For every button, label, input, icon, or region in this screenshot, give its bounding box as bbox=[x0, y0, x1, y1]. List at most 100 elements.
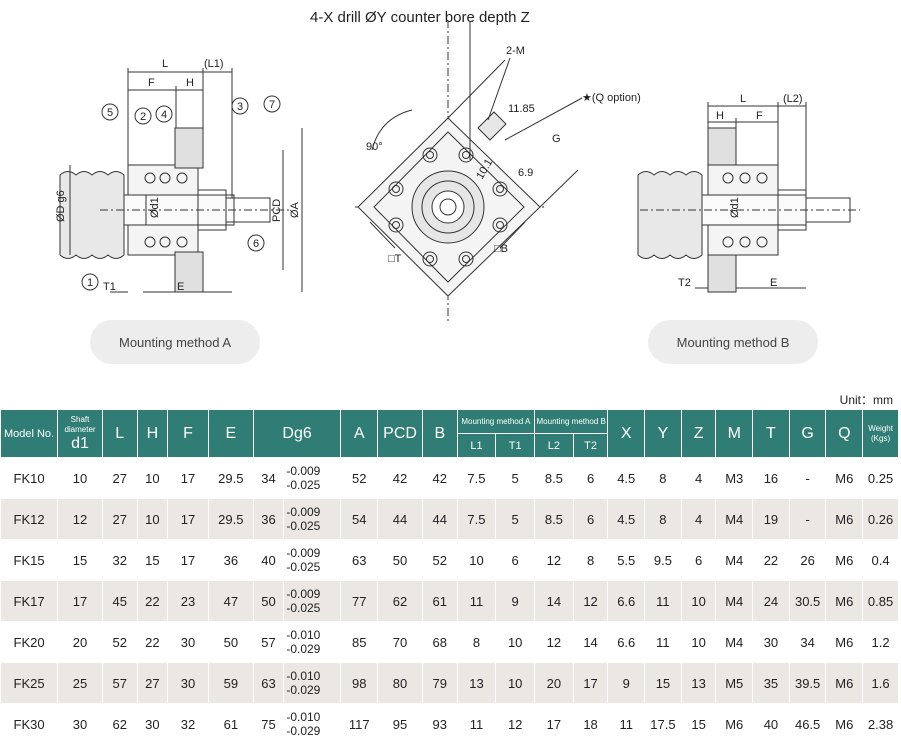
cell-z: 10 bbox=[680, 580, 717, 622]
dim-d1-a: Ød1 bbox=[149, 197, 161, 218]
label-6-9: 6.9 bbox=[518, 167, 533, 179]
cell-d1: 20 bbox=[57, 621, 103, 663]
cell-e: 36 bbox=[207, 539, 254, 581]
cell-y: 9.5 bbox=[644, 539, 682, 581]
cell-t2: 8 bbox=[572, 539, 609, 581]
cell-e: 29.5 bbox=[207, 457, 254, 499]
dim-L2: (L2) bbox=[783, 93, 803, 105]
cell-y: 15 bbox=[644, 662, 682, 704]
header-Y: Y bbox=[644, 409, 682, 458]
header-PCD: PCD bbox=[377, 409, 423, 458]
cell-f: 17 bbox=[167, 457, 209, 499]
cell-z: 13 bbox=[680, 662, 717, 704]
cell-tolerance: -0.009-0.025 bbox=[283, 498, 342, 540]
cell-t1: 10 bbox=[495, 662, 536, 704]
balloon-6: 6 bbox=[253, 238, 259, 250]
cell-a: 117 bbox=[340, 703, 379, 745]
dim-E-a: E bbox=[177, 281, 184, 293]
cell-x: 4.5 bbox=[607, 457, 646, 499]
header-M: M bbox=[715, 409, 754, 458]
cell-e: 29.5 bbox=[207, 498, 254, 540]
label-b-square: □B bbox=[494, 243, 508, 255]
cell-b: 79 bbox=[421, 662, 458, 704]
dim-F-a: F bbox=[148, 77, 155, 89]
cell-tolerance: -0.010-0.029 bbox=[283, 703, 342, 745]
cell-l1: 7.5 bbox=[456, 457, 497, 499]
cell-t1: 5 bbox=[495, 457, 536, 499]
cell-d: 75 bbox=[252, 703, 285, 745]
cell-tolerance: -0.009-0.025 bbox=[283, 539, 342, 581]
cell-z: 4 bbox=[680, 498, 717, 540]
cell-y: 8 bbox=[644, 457, 682, 499]
cell-h: 27 bbox=[136, 662, 169, 704]
cell-d1: 12 bbox=[57, 498, 103, 540]
cell-y: 11 bbox=[644, 580, 682, 622]
cell-t2: 12 bbox=[572, 580, 609, 622]
cell-m: M4 bbox=[715, 621, 754, 663]
cell-t: 22 bbox=[752, 539, 790, 581]
cell-tolerance: -0.010-0.029 bbox=[283, 621, 342, 663]
header-L1: L1 bbox=[456, 433, 497, 458]
header-method-b: Mounting method B bbox=[534, 409, 609, 434]
tolerance-upper: -0.009 bbox=[286, 587, 321, 601]
cell-w: 1.6 bbox=[862, 662, 899, 704]
technical-drawing: L (L1) F H ØD g6 Ød1 PCD ØA T1 E 1 2 3 4… bbox=[55, 9, 860, 322]
cell-d1: 25 bbox=[57, 662, 103, 704]
dim-F-b: F bbox=[756, 110, 763, 122]
cell-a: 52 bbox=[340, 457, 379, 499]
cell-pcd: 95 bbox=[377, 703, 423, 745]
cell-model: FK25 bbox=[0, 662, 59, 704]
cell-l2: 8.5 bbox=[534, 457, 574, 499]
header-A: A bbox=[340, 409, 379, 458]
cell-l1: 11 bbox=[456, 580, 497, 622]
dim-A: ØA bbox=[289, 201, 301, 218]
cell-l2: 8.5 bbox=[534, 498, 574, 540]
cell-pcd: 80 bbox=[377, 662, 423, 704]
cell-q: M6 bbox=[825, 703, 864, 745]
cell-z: 6 bbox=[680, 539, 717, 581]
tolerance-lower: -0.029 bbox=[286, 642, 321, 656]
cell-pcd: 44 bbox=[377, 498, 423, 540]
dim-T2: T2 bbox=[678, 277, 691, 289]
cell-t1: 6 bbox=[495, 539, 536, 581]
label-t-square: □T bbox=[388, 253, 402, 265]
cell-d1: 17 bbox=[57, 580, 103, 622]
cell-tolerance: -0.009-0.025 bbox=[283, 580, 342, 622]
cell-h: 22 bbox=[136, 621, 169, 663]
cell-t2: 6 bbox=[572, 498, 609, 540]
tolerance-upper: -0.010 bbox=[286, 628, 321, 642]
tolerance-upper: -0.009 bbox=[286, 505, 321, 519]
cell-y: 8 bbox=[644, 498, 682, 540]
cell-b: 44 bbox=[421, 498, 458, 540]
cell-pcd: 50 bbox=[377, 539, 423, 581]
cell-h: 10 bbox=[136, 498, 169, 540]
cell-l1: 10 bbox=[456, 539, 497, 581]
header-X: X bbox=[607, 409, 646, 458]
cell-h: 30 bbox=[136, 703, 169, 745]
cell-model: FK12 bbox=[0, 498, 59, 540]
dim-L1: (L1) bbox=[204, 58, 224, 70]
cell-g: 39.5 bbox=[788, 662, 827, 704]
cell-b: 61 bbox=[421, 580, 458, 622]
cell-t1: 12 bbox=[495, 703, 536, 745]
tolerance-lower: -0.029 bbox=[286, 683, 321, 697]
cell-x: 11 bbox=[607, 703, 646, 745]
dim-H-b: H bbox=[716, 110, 724, 122]
cell-a: 77 bbox=[340, 580, 379, 622]
cell-t1: 10 bbox=[495, 621, 536, 663]
cell-z: 15 bbox=[680, 703, 717, 745]
header-T: T bbox=[752, 409, 790, 458]
cell-tolerance: -0.010-0.029 bbox=[283, 662, 342, 704]
cell-l2: 12 bbox=[534, 621, 574, 663]
balloon-1: 1 bbox=[87, 277, 93, 289]
cell-t: 16 bbox=[752, 457, 790, 499]
cell-l1: 7.5 bbox=[456, 498, 497, 540]
dim-D: ØD g6 bbox=[55, 190, 67, 222]
cell-f: 32 bbox=[167, 703, 209, 745]
dim-PCD: PCD bbox=[271, 199, 283, 222]
cell-d1: 15 bbox=[57, 539, 103, 581]
dim-L-b: L bbox=[740, 93, 746, 105]
cell-x: 9 bbox=[607, 662, 646, 704]
